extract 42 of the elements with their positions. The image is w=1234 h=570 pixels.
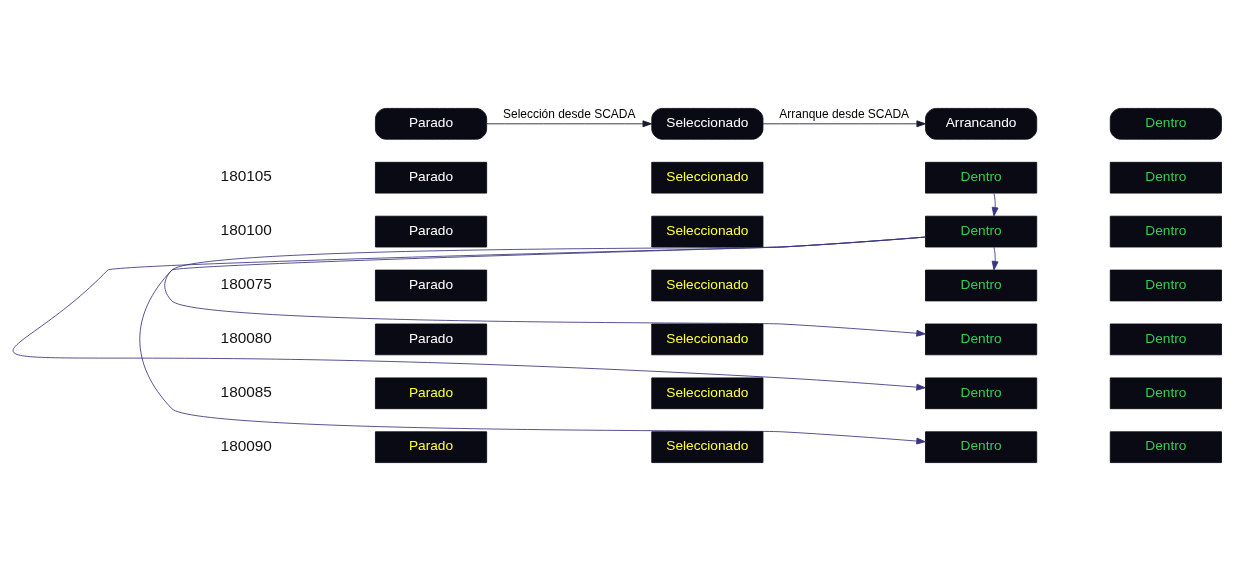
node-box: Parado (375, 161, 488, 194)
node-box: Dentro (1109, 323, 1222, 355)
node-box: Dentro (925, 215, 1038, 247)
node-box: Seleccionado (651, 107, 764, 140)
node-box: Seleccionado (651, 376, 764, 409)
node-box: Seleccionado (651, 215, 764, 247)
label: 180085 (220, 382, 272, 400)
arrow (486, 119, 652, 127)
node-box: Dentro (1109, 430, 1222, 463)
arrow (762, 119, 926, 127)
node-box: Dentro (925, 323, 1038, 355)
edge-label: Arranque desde SCADA (779, 106, 910, 121)
node-box: Dentro (925, 430, 1038, 463)
arrow (991, 192, 999, 216)
label: 180105 (220, 166, 272, 184)
node-box: Dentro (1109, 215, 1222, 247)
node-box: Seleccionado (651, 323, 764, 355)
node-box: Parado (375, 215, 488, 247)
node-box: Dentro (1109, 161, 1222, 194)
node-box: Arrancando (925, 107, 1038, 140)
node-box: Seleccionado (651, 161, 764, 194)
label: 180075 (220, 274, 272, 292)
node-box: Parado (375, 323, 488, 355)
node-box: Parado (375, 376, 488, 409)
node-box: Parado (375, 269, 488, 301)
node-box: Dentro (925, 376, 1038, 409)
label: 180090 (220, 436, 272, 454)
label: 180080 (220, 328, 272, 346)
node-box: Seleccionado (651, 430, 764, 463)
node-box: Parado (375, 430, 488, 463)
arrow (991, 246, 999, 270)
node-box: Seleccionado (651, 269, 764, 301)
label: 180100 (220, 220, 272, 238)
node-box: Parado (375, 107, 488, 140)
node-box: Dentro (1109, 269, 1222, 301)
node-box: Dentro (925, 269, 1038, 301)
arrow (12, 236, 926, 391)
edge-label: Selección desde SCADA (503, 106, 636, 121)
node-box: Dentro (925, 161, 1038, 194)
node-box: Dentro (1109, 376, 1222, 409)
arrow (139, 236, 926, 444)
node-box: Dentro (1109, 107, 1222, 140)
